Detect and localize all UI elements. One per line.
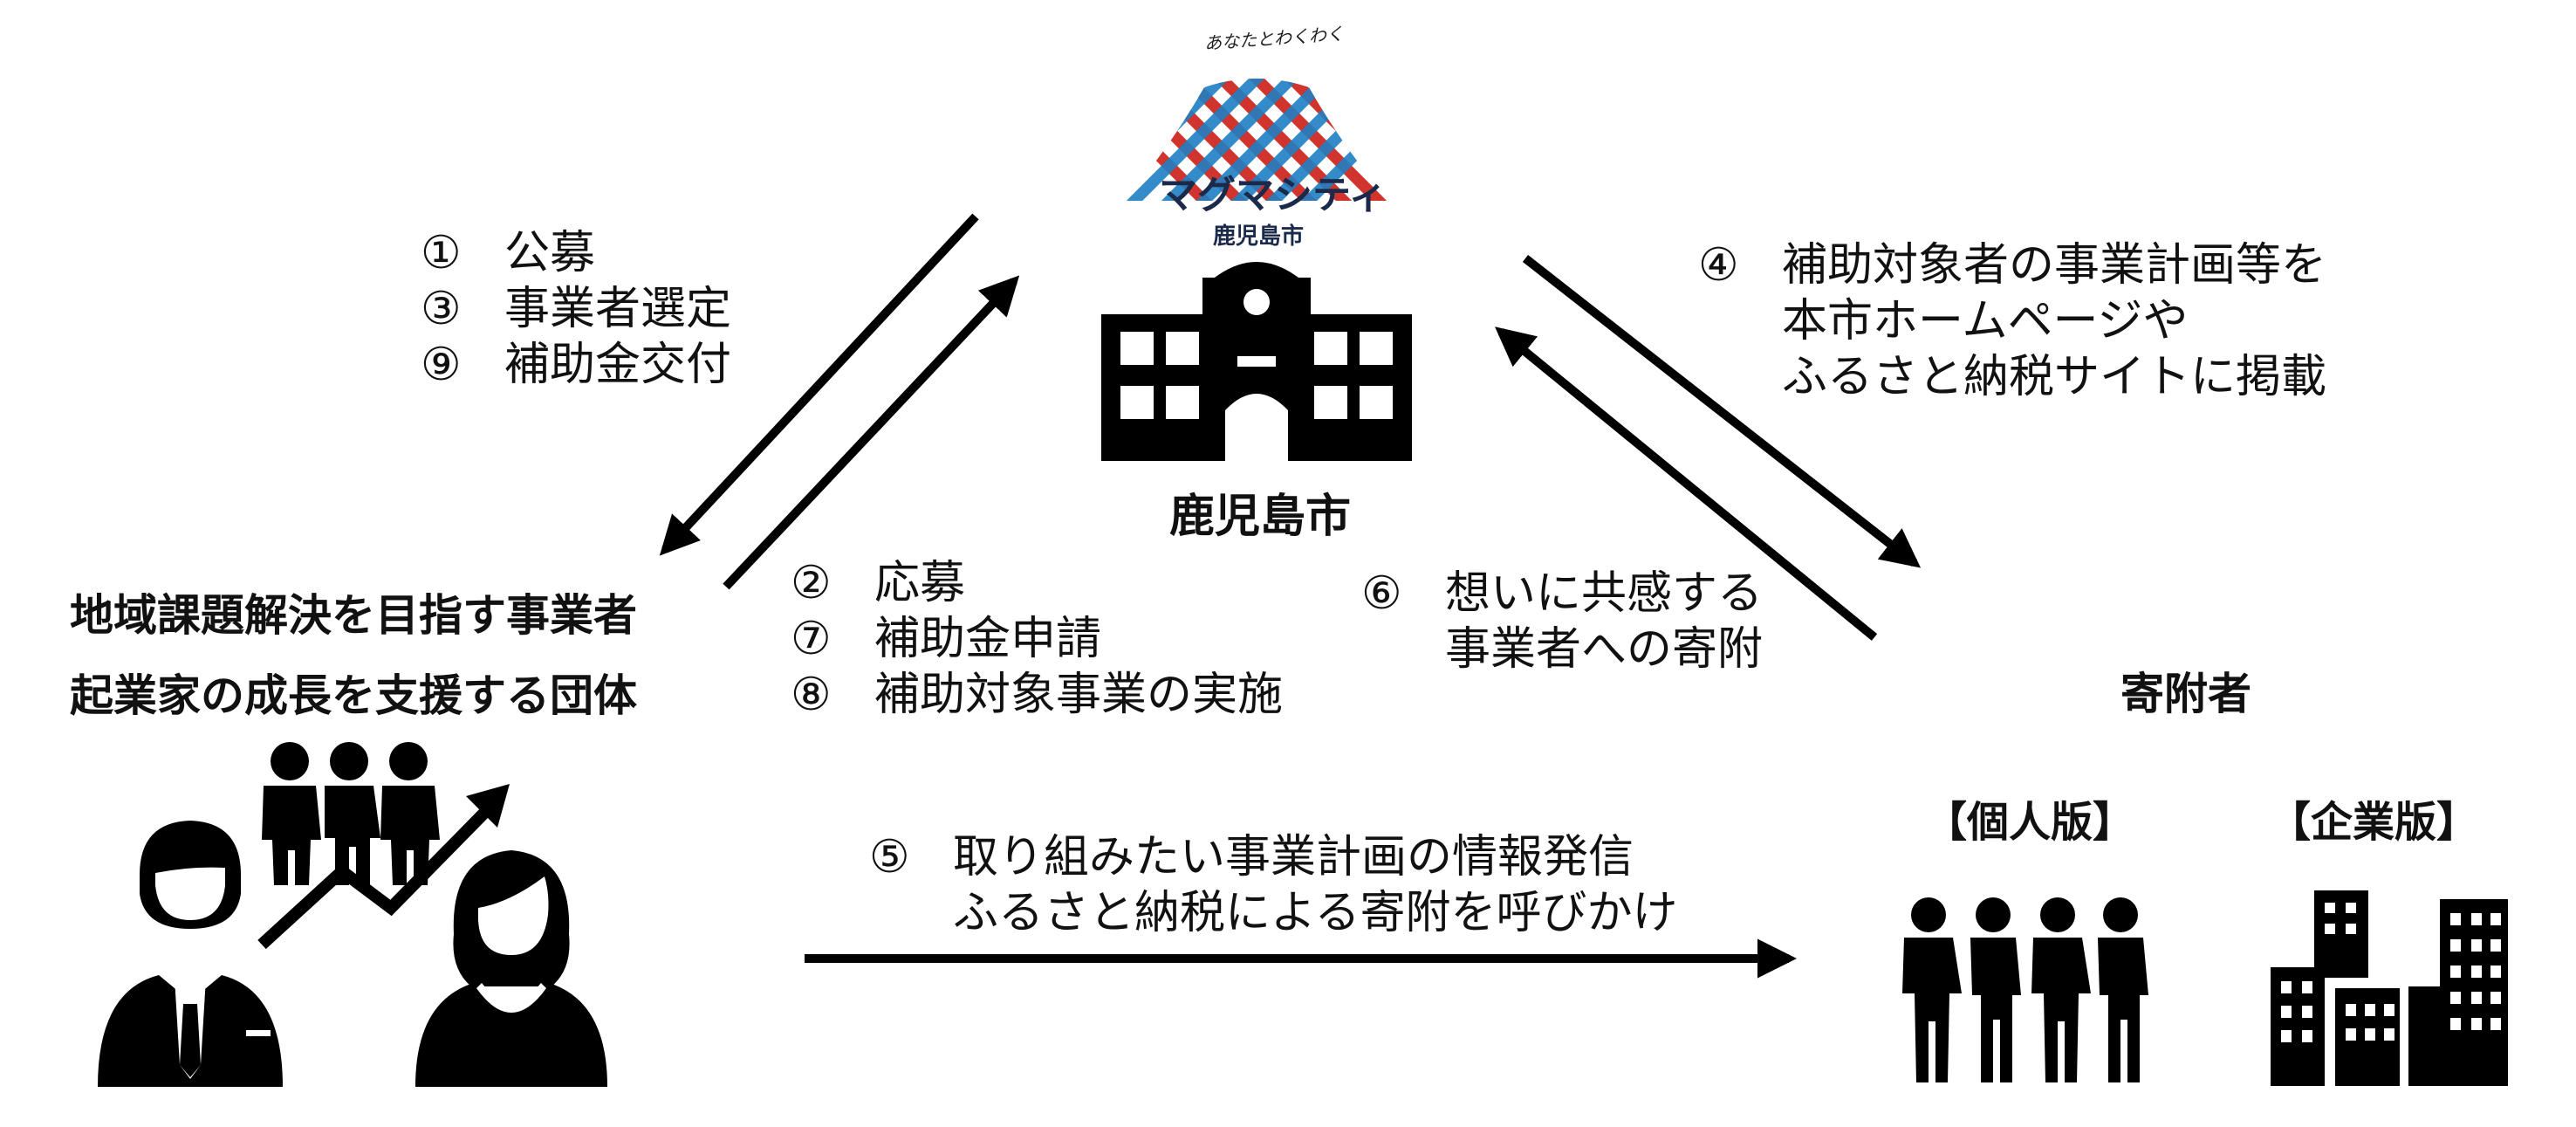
step-number: ⑤ [869,831,910,883]
donors-individual-label: 【個人版】 [1925,798,2135,847]
arrow-operators-to-city [723,275,1020,590]
step-line: ふるさと納税サイトに掲載 [1782,351,2327,403]
donors-corporate-label: 【企業版】 [2269,798,2479,847]
magma-city-logo: あなたとわくわく [1117,23,1396,253]
operators-line1: 地域課題解決を目指す事業者 [70,590,637,641]
logo-tagline: あなたとわくわく [1203,23,1345,54]
donors-label: 寄附者 [2120,669,2251,719]
step-line: ふるさと納税による寄附を呼びかけ [953,887,1678,939]
step-number: ④ [1698,239,1739,292]
step-line: 本市ホームページや [1782,295,2189,347]
volcano-mark-icon [1124,79,1389,201]
step-number: ⑥ [1361,567,1402,620]
city-label: 鹿児島市 [1169,491,1352,543]
operators-line2: 起業家の成長を支援する団体 [70,670,637,721]
logo-city: 鹿児島市 [1213,223,1305,250]
step-line: 取り組みたい事業計画の情報発信 [953,831,1634,883]
step-line: 事業者への寄附 [1445,623,1764,676]
step-line: 補助対象者の事業計画等を [1782,239,2327,292]
step-line: 想いに共感する [1445,567,1764,620]
logo-name: マグマシティ [1159,173,1387,217]
